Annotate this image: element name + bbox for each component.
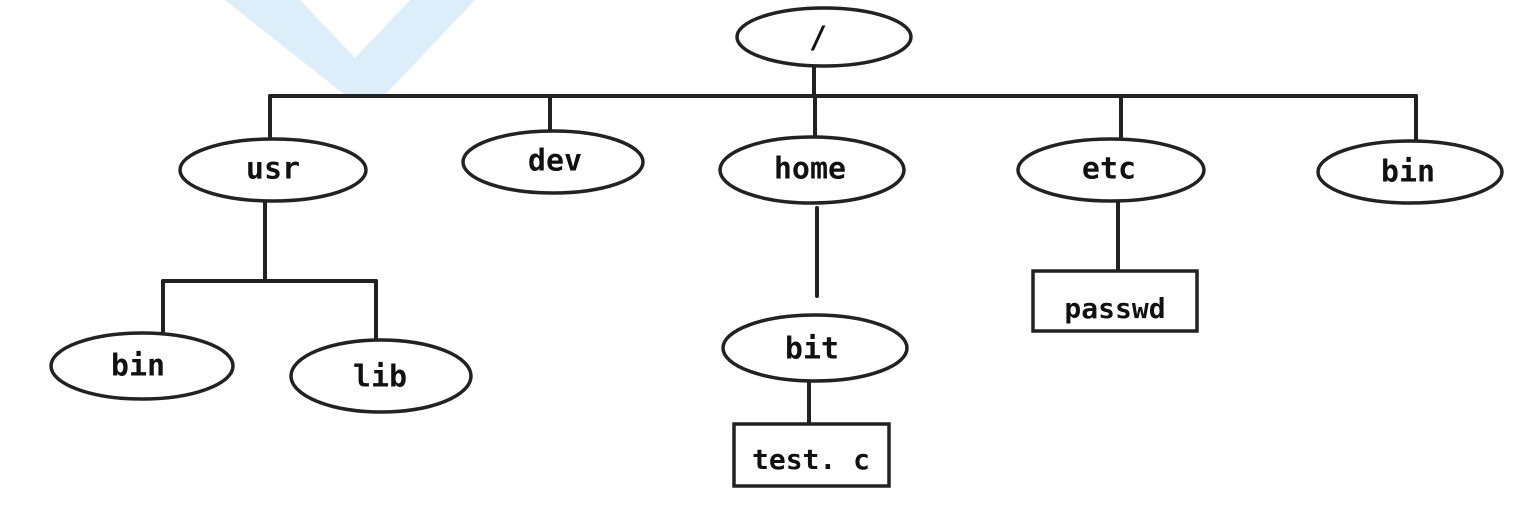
root-node bbox=[735, 6, 913, 68]
label-usr-lib: lib bbox=[353, 360, 407, 395]
label-passwd: passwd bbox=[1064, 292, 1165, 325]
node-bin bbox=[1316, 139, 1504, 205]
label-usr-bin: bin bbox=[111, 349, 165, 384]
label-bin: bin bbox=[1381, 155, 1435, 190]
node-usr bbox=[178, 137, 368, 203]
watermark-mark bbox=[225, 0, 475, 95]
label-usr: usr bbox=[246, 152, 300, 187]
file-box-passwd bbox=[1031, 269, 1199, 333]
tree-nodes bbox=[49, 6, 1504, 488]
node-bit bbox=[721, 313, 909, 383]
file-box-test-c bbox=[732, 422, 891, 488]
label-bit: bit bbox=[785, 332, 839, 367]
node-labels: / usr dev home etc bin bin lib bit passw… bbox=[111, 21, 1435, 477]
label-test-c: test. c bbox=[752, 443, 870, 476]
label-home: home bbox=[774, 152, 846, 187]
node-usr-bin bbox=[49, 331, 235, 401]
node-usr-lib bbox=[289, 338, 473, 414]
node-dev bbox=[461, 129, 645, 195]
node-etc bbox=[1016, 137, 1206, 203]
connector-lines bbox=[161, 64, 1418, 426]
root-label: / bbox=[809, 21, 827, 56]
label-etc: etc bbox=[1082, 152, 1136, 187]
label-dev: dev bbox=[528, 144, 582, 179]
node-home bbox=[718, 135, 906, 205]
